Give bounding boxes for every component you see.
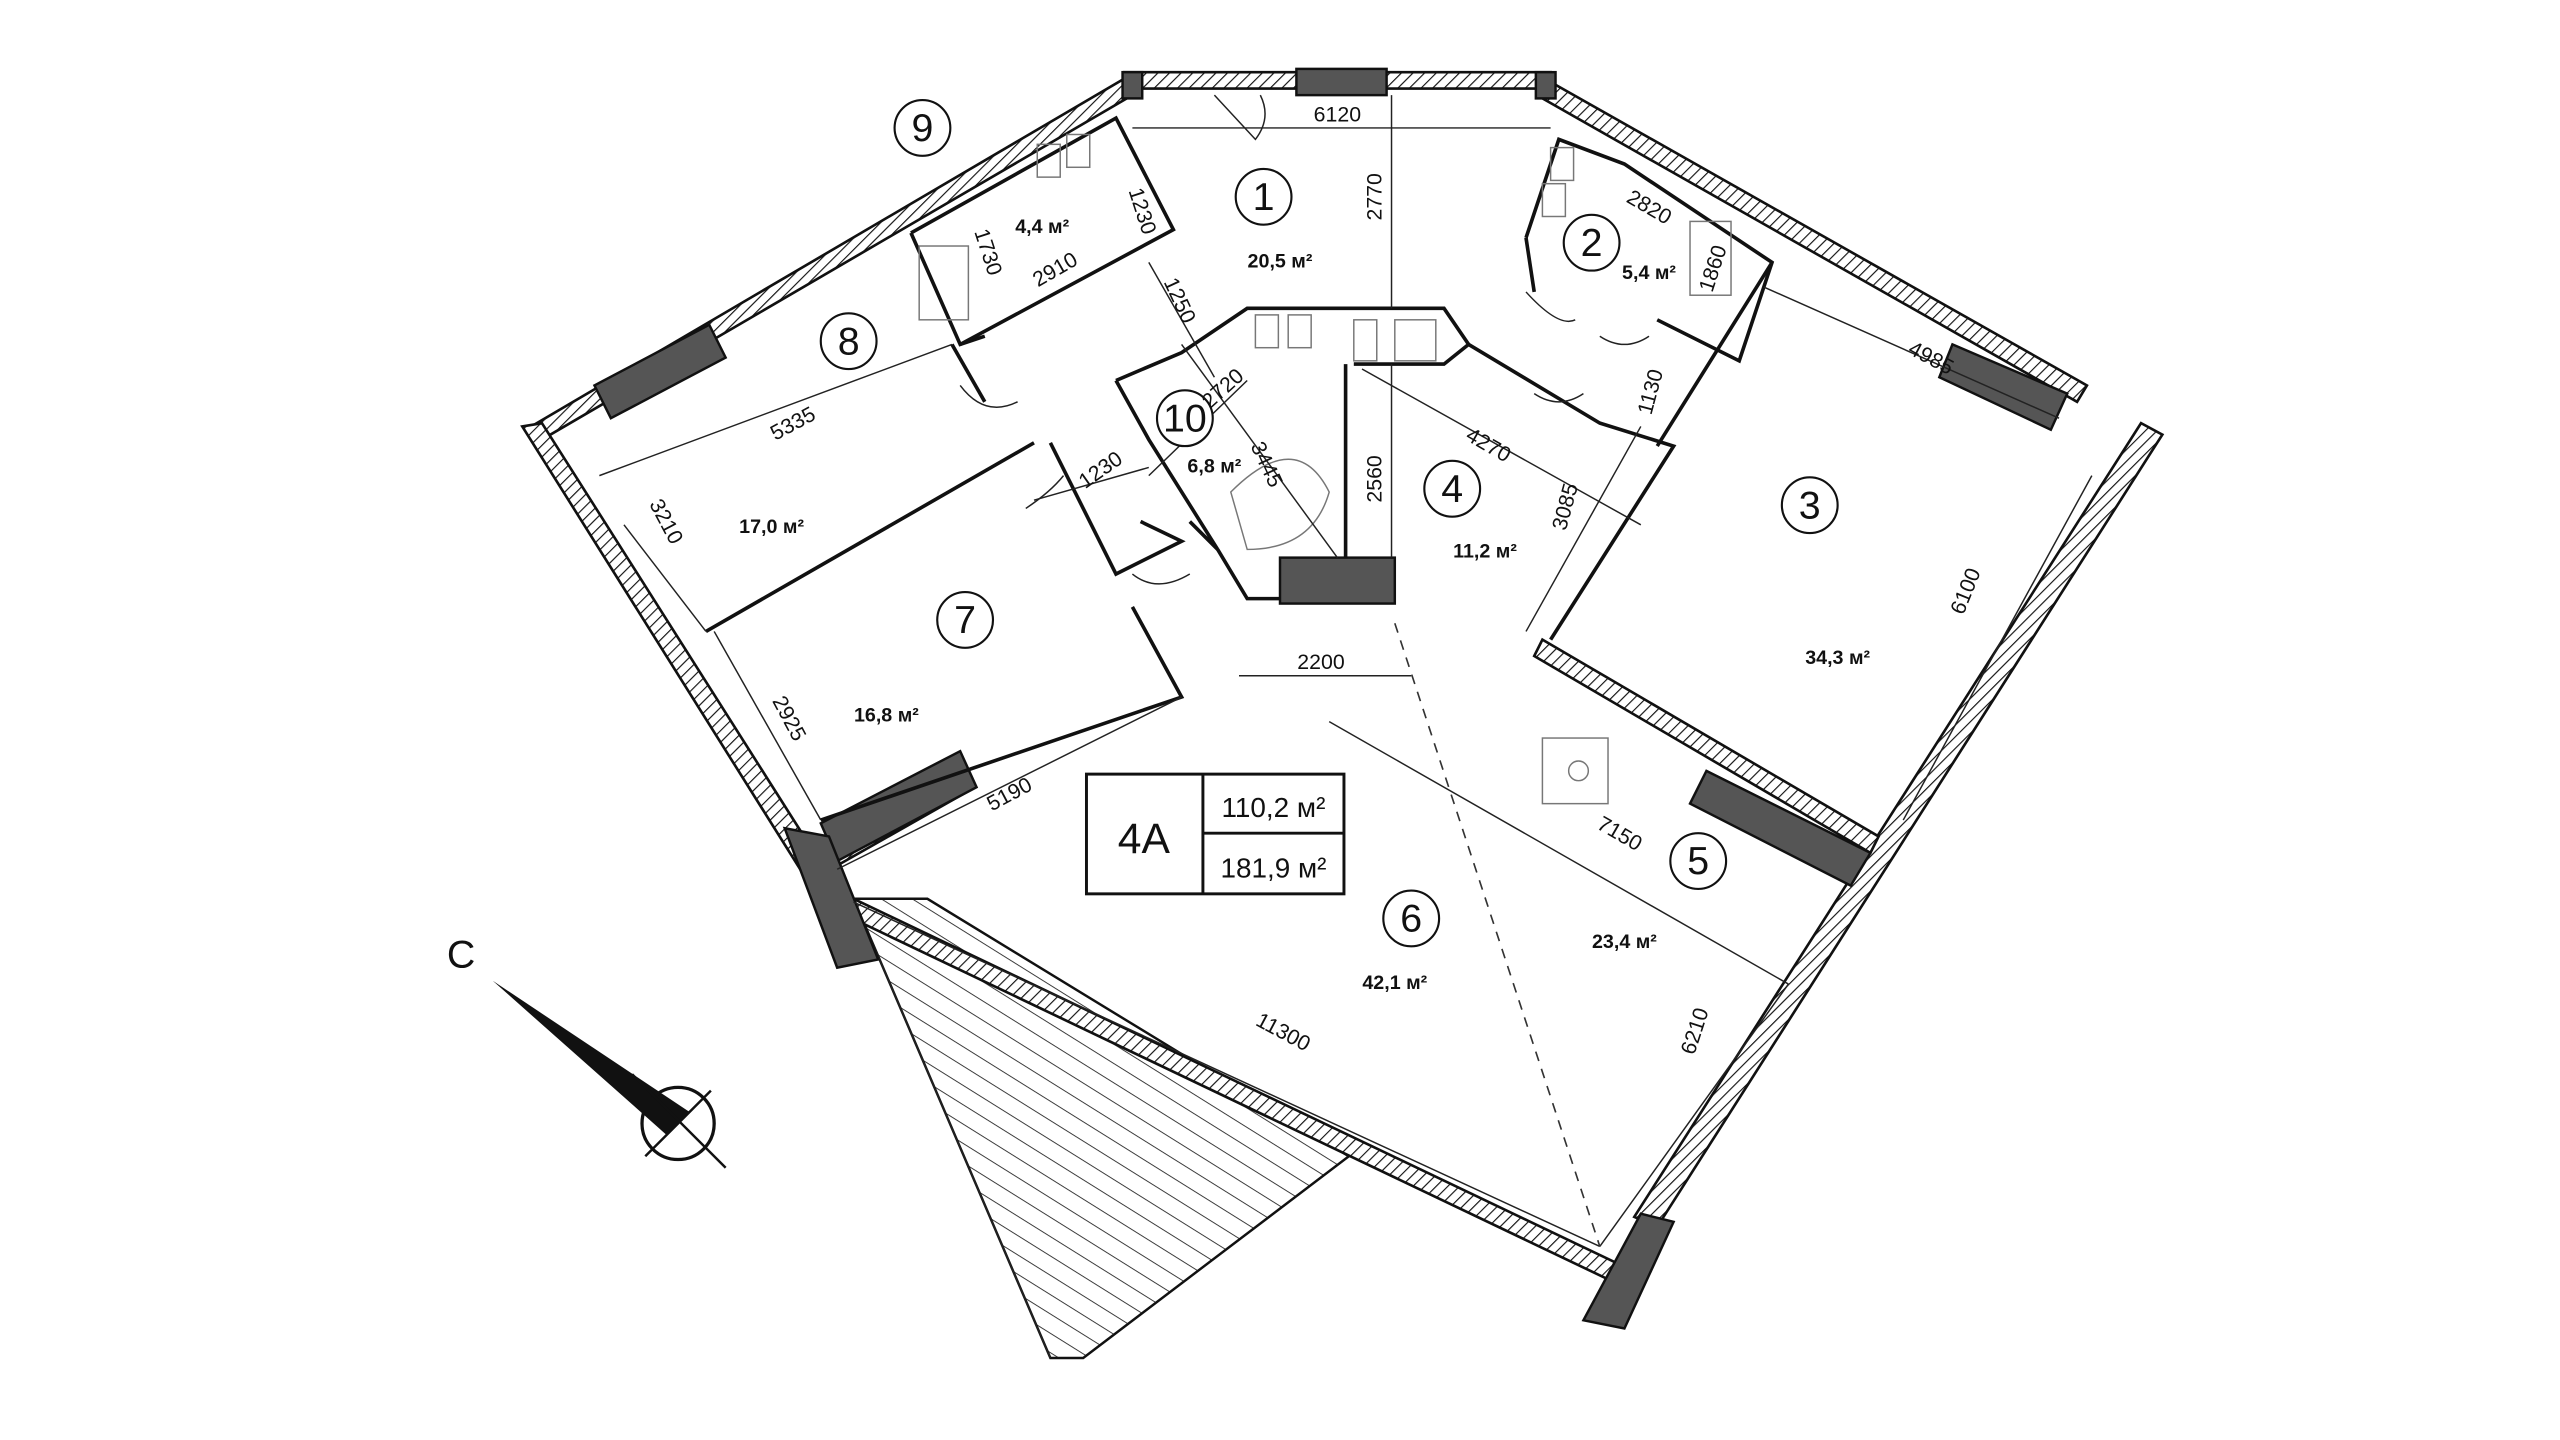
dimension-label: 6120 [1314,102,1362,126]
room-area: 23,4 м² [1592,931,1657,953]
dimension-label: 7150 [1593,811,1646,856]
dimension-label: 1230 [1074,446,1127,493]
room-number: 8 [838,319,860,363]
room-number-circle [1155,389,1214,448]
north-compass: С [447,933,727,1169]
dimension-label: 5335 [766,402,819,445]
room-area: 4,4 м² [1015,216,1069,238]
room-number: 10 [1163,396,1207,440]
dimension-label: 6210 [1676,1005,1714,1058]
living-area: 110,2 м² [1221,792,1325,823]
room-area: 34,3 м² [1805,647,1870,669]
room-number-circle [1669,832,1728,890]
dimension-label: 11300 [1252,1008,1314,1056]
dimension-label: 1730 [969,226,1007,279]
room-number: 3 [1799,483,1821,527]
structural-columns [592,67,2069,1330]
interior-walls [705,115,1775,822]
dimension-label: 1250 [1159,274,1201,327]
room-number-circle [893,98,952,157]
room-area: 5,4 м² [1622,262,1676,284]
compass-needle-icon [492,980,690,1135]
dimension-label: 1860 [1694,242,1732,295]
dimension-label: 6100 [1946,564,1986,617]
room-number-circle [1562,213,1621,272]
total-area: 181,9 м² [1220,852,1326,883]
dimension-label: 1130 [1633,366,1668,417]
room-number-circle [1234,167,1293,226]
room-number-circle [1780,476,1839,535]
room-number: 1 [1253,175,1275,219]
dimension-label: 3210 [644,495,688,548]
doors [959,94,1650,585]
room-number: 9 [912,106,934,150]
dimension-label: 2770 [1363,173,1387,221]
dimension-label: 4270 [1462,423,1515,468]
fixtures [918,133,1732,805]
room-area: 16,8 м² [854,705,919,727]
room-area: 6,8 м² [1187,455,1241,477]
unit-label: 4A [1118,815,1171,863]
dimension-lines [599,95,2093,1248]
room-area: 20,5 м² [1248,250,1313,272]
compass-circle-icon [640,1085,716,1162]
room-number: 4 [1441,467,1463,511]
compass-north-label: С [447,933,475,977]
dimension-label: 4985 [1905,336,1958,379]
dimension-label: 3085 [1547,481,1582,533]
dimension-label: 5190 [983,772,1036,816]
room-number: 7 [954,598,976,642]
balcony [851,897,1352,1360]
room-area: 42,1 м² [1362,972,1427,994]
room-area: 17,0 м² [739,516,804,538]
room-number: 6 [1400,897,1422,941]
unit-area-badge: 4A 110,2 м² 181,9 м² [1084,772,1346,896]
dimension-label: 2200 [1297,650,1345,674]
dimension-label: 3445 [1246,438,1288,491]
room-number: 5 [1687,839,1709,883]
room-number-circle [936,591,995,649]
room-area: 11,2 м² [1453,541,1517,563]
room-number-circle [819,312,878,371]
room-number: 2 [1581,221,1603,265]
room-number-circle [1382,889,1441,948]
room-number-circle [1423,459,1482,518]
dimension-label: 2560 [1363,455,1387,503]
